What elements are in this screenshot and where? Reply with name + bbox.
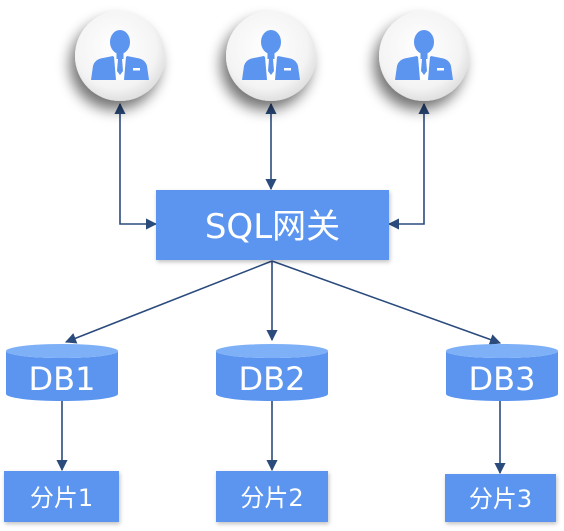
user-node-1 bbox=[75, 11, 165, 101]
gateway-node: SQL网关 bbox=[156, 190, 389, 260]
database-label-1: DB1 bbox=[29, 360, 96, 398]
user-icon bbox=[379, 11, 469, 101]
gateway-label: SQL网关 bbox=[205, 207, 340, 247]
database-cylinder-icon bbox=[446, 344, 558, 401]
connector-user3-gateway bbox=[387, 102, 430, 230]
shard-node-1: 分片1 bbox=[4, 471, 119, 522]
shard-label-1: 分片1 bbox=[30, 484, 93, 512]
connector-user1-gateway bbox=[114, 102, 158, 230]
connectors-databases-shards bbox=[56, 401, 506, 475]
gateway-box bbox=[156, 190, 389, 260]
connector-gateway-db3 bbox=[271, 260, 502, 345]
user-node-2 bbox=[226, 11, 316, 101]
connectors-gateway-databases bbox=[64, 260, 502, 345]
database-cylinder-icon bbox=[6, 344, 118, 401]
database-label-3: DB3 bbox=[469, 360, 536, 398]
shards-row: 分片1 分片2 分片3 bbox=[4, 471, 556, 522]
users-row bbox=[75, 11, 469, 101]
shard-label-2: 分片2 bbox=[240, 484, 303, 512]
user-icon bbox=[226, 11, 316, 101]
user-node-3 bbox=[379, 11, 469, 101]
shard-label-3: 分片3 bbox=[469, 485, 532, 513]
connector-gateway-db1 bbox=[64, 260, 273, 344]
database-cylinder-icon bbox=[216, 344, 328, 401]
shard-node-2: 分片2 bbox=[216, 471, 328, 522]
shard-box-3 bbox=[445, 474, 556, 522]
connectors-users-gateway bbox=[114, 102, 430, 230]
database-node-2: DB2 bbox=[216, 344, 328, 401]
database-node-1: DB1 bbox=[6, 344, 118, 401]
shard-box-2 bbox=[216, 471, 328, 522]
user-icon bbox=[75, 11, 165, 101]
databases-row: DB1 DB2 DB3 bbox=[6, 344, 558, 401]
database-node-3: DB3 bbox=[446, 344, 558, 401]
shard-box-1 bbox=[4, 471, 119, 522]
shard-node-3: 分片3 bbox=[445, 474, 556, 522]
database-label-2: DB2 bbox=[239, 360, 306, 398]
